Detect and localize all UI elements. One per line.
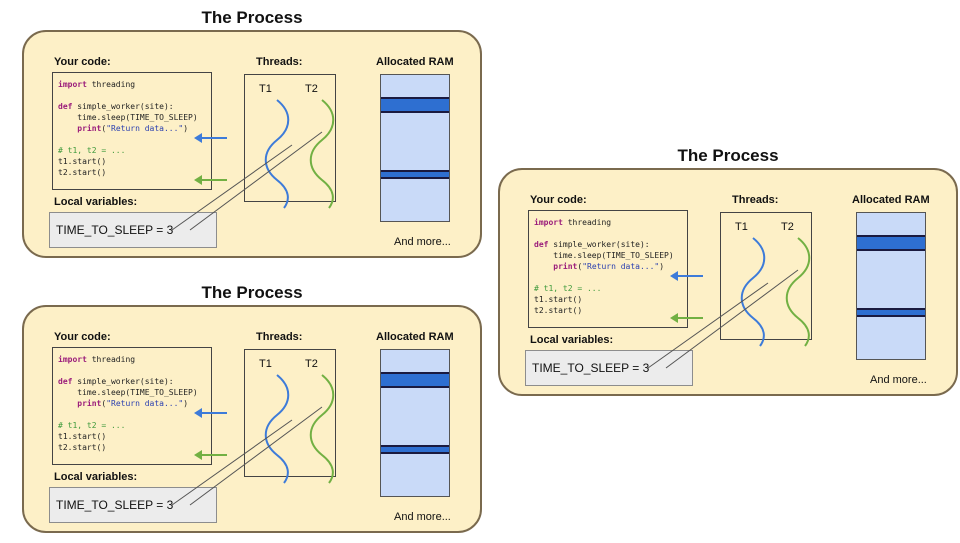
threads-box: T1 T2 — [244, 349, 336, 477]
threads-box: T1 T2 — [720, 212, 812, 340]
threads-label: Threads: — [732, 194, 779, 206]
local-variables-box: TIME_TO_SLEEP = 3 — [525, 350, 693, 386]
process-panel-1: The Process Your code: import threading … — [22, 8, 482, 268]
thread-label-t1: T1 — [259, 358, 272, 370]
process-title: The Process — [201, 283, 303, 302]
code-box: import threading def simple_worker(site)… — [52, 72, 212, 190]
local-variables-label: Local variables: — [530, 334, 614, 346]
process-title: The Process — [201, 8, 303, 27]
ram-label: Allocated RAM — [376, 56, 454, 68]
thread-label-t1: T1 — [259, 83, 272, 95]
code-line-t2-start: t2.start() — [534, 306, 583, 315]
thread-label-t2: T2 — [781, 221, 794, 233]
ram-bar — [856, 212, 926, 360]
code-line-def: def simple_worker(site): — [58, 377, 174, 386]
and-more-text: And more... — [394, 511, 451, 523]
code-line-sleep: time.sleep(TIME_TO_SLEEP) — [58, 113, 198, 122]
code-box: import threading def simple_worker(site)… — [52, 347, 212, 465]
local-variables-label: Local variables: — [54, 196, 138, 208]
ram-label: Allocated RAM — [852, 194, 930, 206]
code-line-t1-start: t1.start() — [534, 295, 583, 304]
ram-block-2 — [381, 445, 449, 454]
process-title: The Process — [677, 146, 779, 165]
code-label: Your code: — [54, 56, 111, 68]
code-box: import threading def simple_worker(site)… — [528, 210, 688, 328]
code-line-t2-start: t2.start() — [58, 443, 107, 452]
code-line-import: import threading — [58, 80, 136, 89]
code-line-sleep: time.sleep(TIME_TO_SLEEP) — [534, 251, 674, 260]
ram-block-1 — [857, 235, 925, 251]
code-line-print: print("Return data...") — [58, 399, 189, 408]
process-box: Your code: import threading def simple_w… — [22, 305, 482, 533]
code-line-comment: # t1, t2 = ... — [58, 146, 126, 155]
code-line-comment: # t1, t2 = ... — [534, 284, 602, 293]
ram-block-2 — [381, 170, 449, 179]
code-label: Your code: — [54, 331, 111, 343]
process-box: Your code: import threading def simple_w… — [498, 168, 958, 396]
process-panel-2: The Process Your code: import threading … — [22, 283, 482, 543]
and-more-text: And more... — [870, 374, 927, 386]
code-line-import: import threading — [58, 355, 136, 364]
code-line-import: import threading — [534, 218, 612, 227]
code-line-print: print("Return data...") — [534, 262, 665, 271]
threads-label: Threads: — [256, 56, 303, 68]
code-line-t1-start: t1.start() — [58, 157, 107, 166]
threads-label: Threads: — [256, 331, 303, 343]
code-line-print: print("Return data...") — [58, 124, 189, 133]
local-variables-box: TIME_TO_SLEEP = 3 — [49, 487, 217, 523]
ram-block-2 — [857, 308, 925, 317]
process-box: Your code: import threading def simple_w… — [22, 30, 482, 258]
and-more-text: And more... — [394, 236, 451, 248]
threads-box: T1 T2 — [244, 74, 336, 202]
code-line-t2-start: t2.start() — [58, 168, 107, 177]
code-line-t1-start: t1.start() — [58, 432, 107, 441]
ram-block-1 — [381, 372, 449, 388]
ram-block-1 — [381, 97, 449, 113]
thread-label-t2: T2 — [305, 83, 318, 95]
code-line-sleep: time.sleep(TIME_TO_SLEEP) — [58, 388, 198, 397]
process-panel-3: The Process Your code: import threading … — [498, 146, 958, 406]
code-label: Your code: — [530, 194, 587, 206]
thread-label-t2: T2 — [305, 358, 318, 370]
local-variables-label: Local variables: — [54, 471, 138, 483]
ram-label: Allocated RAM — [376, 331, 454, 343]
local-variables-box: TIME_TO_SLEEP = 3 — [49, 212, 217, 248]
ram-bar — [380, 349, 450, 497]
code-line-comment: # t1, t2 = ... — [58, 421, 126, 430]
code-line-def: def simple_worker(site): — [58, 102, 174, 111]
code-line-def: def simple_worker(site): — [534, 240, 650, 249]
thread-label-t1: T1 — [735, 221, 748, 233]
ram-bar — [380, 74, 450, 222]
